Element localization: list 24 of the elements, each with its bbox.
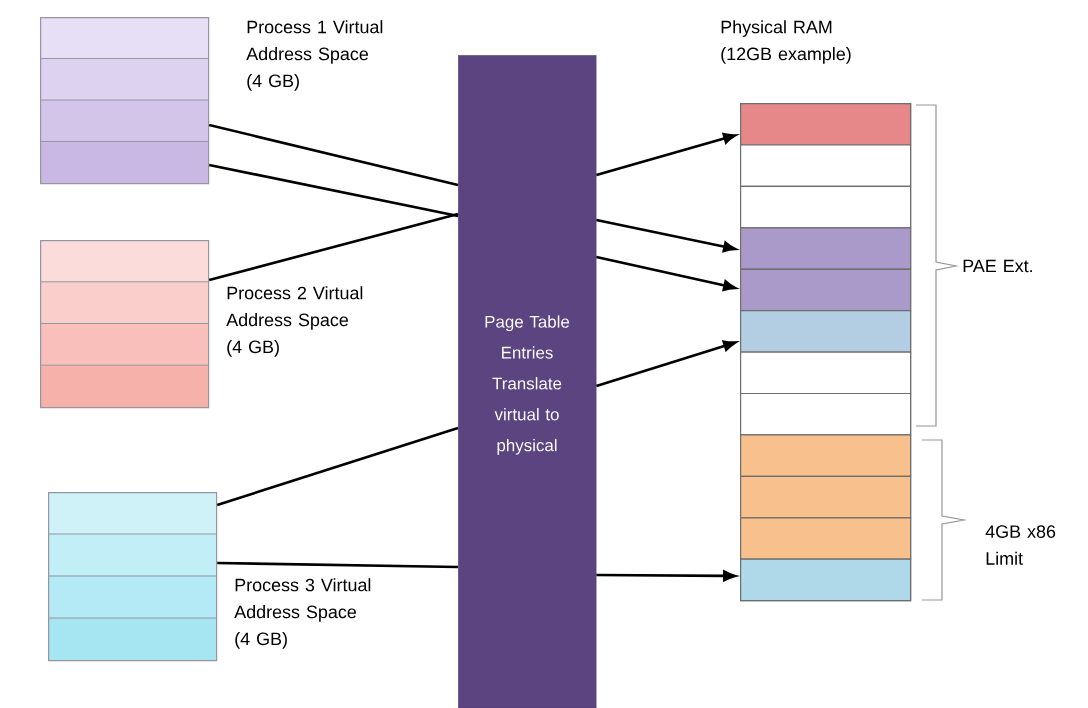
bracket-label: 4GB x86 Limit <box>985 525 1056 565</box>
memory-label: Physical RAM (12GB example) <box>721 20 851 64</box>
process-label: Process 3 Virtual Address Space (4 GB) <box>234 578 371 649</box>
memory-page <box>740 434 912 477</box>
memory-page <box>740 517 912 560</box>
memory-page <box>740 185 912 229</box>
arrow <box>596 255 737 291</box>
process-label: Process 2 Virtual Address Space (4 GB) <box>226 286 363 357</box>
arrow <box>596 570 737 582</box>
memory-page <box>740 351 912 395</box>
memory-page <box>740 392 912 436</box>
bracket-label: PAE Ext. <box>963 259 1032 273</box>
memory-page <box>740 558 912 602</box>
memory-page <box>740 268 912 312</box>
page-table-bar: Page Table Entries Translate virtual to physical <box>458 55 597 708</box>
memory-page <box>740 103 912 146</box>
memory-page <box>740 475 912 519</box>
memory-page <box>740 144 912 187</box>
memory-page <box>740 310 912 353</box>
memory-page <box>740 227 912 270</box>
process-label: Process 1 Virtual Address Space (4 GB) <box>246 20 383 91</box>
arrow <box>596 340 737 388</box>
arrow <box>596 132 737 177</box>
arrow <box>596 218 737 253</box>
